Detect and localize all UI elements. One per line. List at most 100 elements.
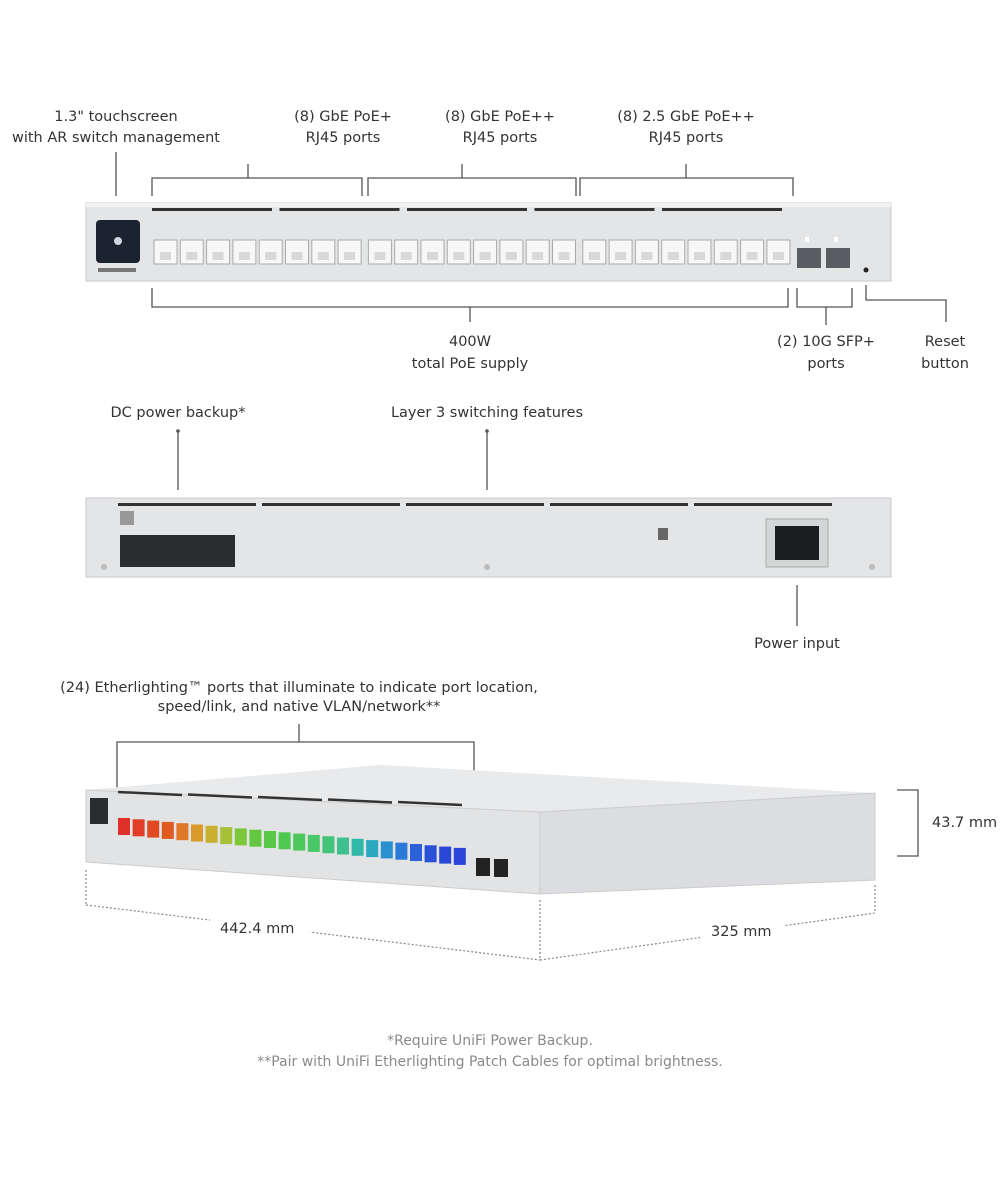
sfp-port [797, 248, 821, 268]
etherlighting-port [439, 846, 452, 864]
vent-slot [257, 795, 323, 802]
height-label: 43.7 mm [932, 815, 997, 831]
footnote-1: *Require UniFi Power Backup. [387, 1033, 593, 1049]
switch-top [86, 765, 875, 812]
gbe-poe-plusplus-label-2: RJ45 ports [463, 130, 538, 146]
etherlighting-port [220, 827, 233, 845]
rj45-ports [153, 239, 791, 265]
vent-slots [152, 208, 782, 211]
port-contacts [588, 252, 600, 260]
touchscreen-icon [114, 237, 122, 245]
power-input-label: Power input [754, 636, 840, 652]
panel-highlight [86, 203, 891, 207]
port-contacts [317, 252, 329, 260]
port-contacts [291, 252, 303, 260]
dimension-line [85, 904, 541, 961]
footnote-2: **Pair with UniFi Etherlighting Patch Ca… [257, 1054, 723, 1070]
etherlighting-port [234, 828, 247, 846]
vent-slot [397, 800, 463, 807]
port-contacts [694, 252, 705, 260]
reset-label-2: button [921, 356, 969, 372]
etherlighting-port [322, 836, 335, 854]
port-contacts [212, 252, 224, 260]
port-contacts [427, 252, 438, 260]
etherlighting-port [395, 842, 408, 860]
sfp-led [834, 237, 838, 242]
port-contacts [667, 252, 679, 260]
vent-slot [662, 208, 782, 211]
etherlighting-port [424, 845, 437, 863]
sfp-label: (2) 10G SFP+ [777, 334, 875, 350]
dc-backup-label: DC power backup* [111, 405, 246, 421]
qr-code [120, 511, 134, 525]
sfp-port [494, 859, 508, 877]
etherlighting-port [176, 823, 189, 841]
port-contacts [160, 252, 171, 260]
screw [484, 564, 490, 570]
sfp-port [826, 248, 850, 268]
etherlighting-port [351, 838, 364, 856]
vent-slot [550, 503, 688, 506]
port-contacts [453, 252, 465, 260]
gbe25-poe-plusplus-label: (8) 2.5 GbE PoE++ [617, 109, 755, 125]
port-contacts [532, 252, 544, 260]
vent-slot [694, 503, 832, 506]
layer3-label: Layer 3 switching features [391, 405, 583, 421]
port-contacts [746, 252, 758, 260]
port-contacts [772, 252, 784, 260]
screw [869, 564, 875, 570]
etherlighting-port [264, 831, 276, 848]
etherlighting-port [191, 824, 203, 842]
port-contacts [558, 252, 570, 260]
poe-supply-label-2: total PoE supply [412, 356, 529, 372]
vent-slot [152, 208, 272, 211]
touchscreen [90, 798, 108, 824]
etherlighting-port [293, 833, 306, 851]
callout-dot [176, 429, 180, 433]
etherlighting-ports [117, 790, 466, 865]
gbe25-poe-plusplus-label-2: RJ45 ports [649, 130, 724, 146]
label-bg [210, 912, 310, 940]
port-contacts [374, 252, 386, 260]
bracket [367, 164, 577, 196]
sfp-port [476, 858, 490, 876]
vent-slot [406, 503, 544, 506]
port-contacts [344, 252, 356, 260]
poe-supply-label: 400W [449, 334, 491, 350]
angle-view: (24) Etherlighting™ ports that illuminat… [60, 680, 997, 961]
touchscreen-label: 1.3" touchscreen [54, 109, 177, 125]
port-contacts [505, 252, 517, 260]
vent-slot [117, 790, 183, 797]
front-view: 1.3" touchscreen with AR switch manageme… [12, 109, 969, 372]
port-contacts [641, 252, 653, 260]
port-contacts [615, 252, 627, 260]
bracket [151, 288, 789, 322]
bracket [579, 164, 794, 196]
callout-line [865, 285, 947, 322]
port-contacts [186, 252, 198, 260]
ubiquiti-logo [658, 528, 668, 540]
etherlighting-port [337, 837, 349, 855]
vent-slot [327, 798, 393, 804]
vent-slot [279, 208, 400, 211]
reset-button[interactable] [863, 267, 869, 273]
etherlighting-port [205, 825, 218, 843]
width-label: 442.4 mm [220, 921, 294, 937]
callout-dot [485, 429, 489, 433]
reset-label: Reset [925, 334, 966, 350]
vent-slot [118, 503, 256, 506]
gbe-poe-plus-label: (8) GbE PoE+ [294, 109, 392, 125]
vent-slots [118, 503, 832, 506]
etherlighting-port [278, 832, 291, 850]
power-socket [775, 526, 819, 560]
etherlighting-port [380, 841, 393, 859]
dc-power-connector [120, 535, 235, 567]
port-contacts [265, 252, 277, 260]
etherlighting-port [307, 834, 320, 852]
vent-slot [534, 208, 655, 211]
gbe-poe-plus-label-2: RJ45 ports [306, 130, 381, 146]
etherlighting-port [132, 819, 145, 837]
port-contacts [400, 252, 412, 260]
touchscreen-label-2: with AR switch management [12, 130, 220, 146]
